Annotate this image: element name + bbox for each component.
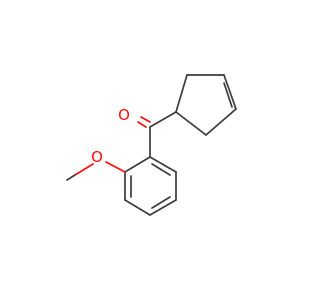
carbonyl-double-bond-b [140, 116, 151, 123]
benzene-bond-6 [149, 156, 177, 173]
carbonyl-oxygen-label: O [118, 106, 130, 124]
benzene-bond-1 [124, 156, 151, 173]
benzene-inner-double-3 [151, 163, 171, 176]
bond-ring-to-methoxy-o [105, 161, 126, 173]
methoxy-oxygen-label: O [91, 148, 103, 166]
carbonyl-group: O [118, 106, 177, 158]
benzene-bond-3 [124, 199, 151, 216]
methoxy-group: O [66, 148, 126, 181]
ring-bond-c1-c2 [175, 74, 188, 113]
methyl-bond-end [66, 174, 76, 181]
benzene-inner-double-2 [151, 196, 171, 209]
ring-bond-c4-c5 [205, 108, 237, 136]
cyclopentene-ring [175, 74, 237, 136]
structure-svg: O O [66, 74, 237, 216]
ring-bond-c3-c4 [223, 74, 237, 110]
carbonyl-double-bond-a [137, 121, 147, 128]
molecule-diagram: O O [66, 74, 237, 216]
ring-bond-c5-c1 [175, 111, 207, 136]
ring-double-bond-inner [223, 82, 233, 108]
benzene-ring [124, 156, 177, 216]
benzene-bond-4 [149, 199, 177, 216]
bond-ring-to-carbonyl [149, 111, 177, 128]
bond-methoxy-o-to-methyl [74, 163, 94, 176]
